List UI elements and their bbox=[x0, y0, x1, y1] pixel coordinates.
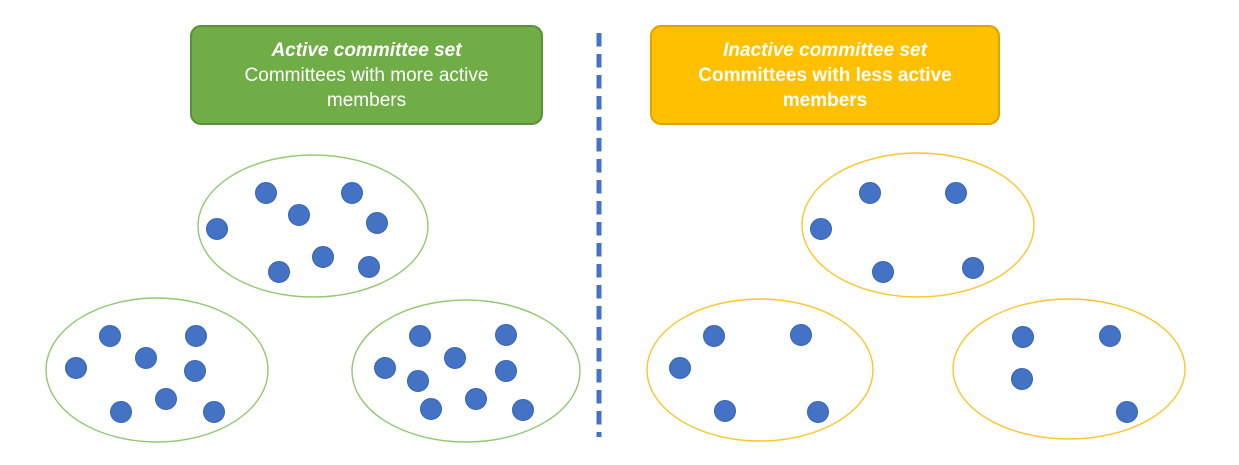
member-dot bbox=[184, 360, 206, 382]
member-dot bbox=[495, 324, 517, 346]
inactive-set-title: Inactive committee set bbox=[723, 39, 927, 61]
member-dot bbox=[312, 246, 334, 268]
member-dot bbox=[366, 212, 388, 234]
inactive-set-subtitle: Committees with less active members bbox=[698, 64, 952, 111]
member-dot bbox=[255, 182, 277, 204]
member-dot bbox=[669, 357, 691, 379]
member-dot bbox=[703, 325, 725, 347]
member-dot bbox=[288, 204, 310, 226]
member-dot bbox=[65, 357, 87, 379]
active-set-subtitle: Committees with more active members bbox=[244, 64, 489, 111]
active-committee-ellipse-2 bbox=[45, 297, 269, 443]
member-dot bbox=[203, 401, 225, 423]
member-dot bbox=[110, 401, 132, 423]
member-dot bbox=[962, 257, 984, 279]
member-dot bbox=[714, 400, 736, 422]
inactive-set-header: Inactive committee set Committees with l… bbox=[650, 25, 1000, 125]
member-dot bbox=[185, 325, 207, 347]
member-dot bbox=[268, 261, 290, 283]
member-dot bbox=[374, 357, 396, 379]
member-dot bbox=[859, 182, 881, 204]
member-dot bbox=[1116, 401, 1138, 423]
member-dot bbox=[444, 347, 466, 369]
member-dot bbox=[135, 347, 157, 369]
member-dot bbox=[99, 325, 121, 347]
active-committee-ellipse-3 bbox=[351, 299, 581, 443]
member-dot bbox=[155, 388, 177, 410]
member-dot bbox=[465, 388, 487, 410]
inactive-committee-ellipse-3 bbox=[952, 298, 1186, 440]
active-set-title: Active committee set bbox=[271, 39, 462, 61]
member-dot bbox=[1012, 326, 1034, 348]
member-dot bbox=[1099, 325, 1121, 347]
inactive-committee-ellipse-1 bbox=[801, 152, 1035, 298]
inactive-committee-ellipse-2 bbox=[646, 298, 874, 442]
member-dot bbox=[512, 399, 534, 421]
member-dot bbox=[358, 256, 380, 278]
member-dot bbox=[1011, 368, 1033, 390]
member-dot bbox=[810, 218, 832, 240]
member-dot bbox=[872, 261, 894, 283]
member-dot bbox=[790, 324, 812, 346]
member-dot bbox=[807, 401, 829, 423]
active-set-header: Active committee set Committees with mor… bbox=[190, 25, 543, 125]
member-dot bbox=[495, 360, 517, 382]
member-dot bbox=[206, 218, 228, 240]
member-dot bbox=[407, 370, 429, 392]
active-committee-ellipse-1 bbox=[197, 154, 429, 298]
member-dot bbox=[409, 325, 431, 347]
member-dot bbox=[341, 182, 363, 204]
member-dot bbox=[945, 182, 967, 204]
member-dot bbox=[420, 398, 442, 420]
